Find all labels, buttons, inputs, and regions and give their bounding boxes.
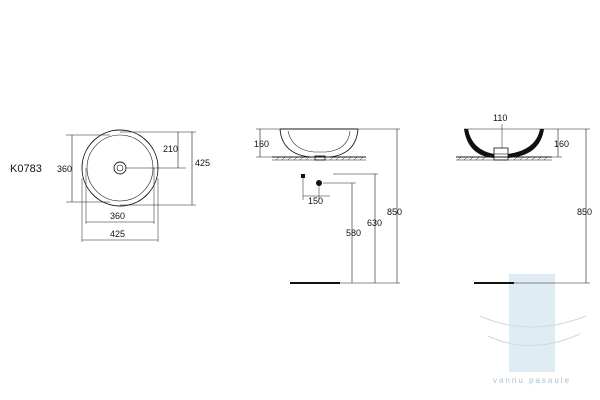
dim-label-offset: 210 bbox=[163, 144, 178, 154]
front-view: 160 150 580 630 850 bbox=[254, 128, 402, 284]
dim-label-front-bowl-height: 160 bbox=[254, 139, 269, 149]
dim-label-outer-height: 425 bbox=[195, 158, 210, 168]
drain-center bbox=[116, 164, 124, 172]
drain-connection-point bbox=[316, 180, 322, 186]
dim-label-inner-width: 360 bbox=[110, 211, 125, 221]
side-bowl-wall-right bbox=[508, 129, 544, 158]
dim-label-outer-width: 425 bbox=[110, 229, 125, 239]
dim-label-front-850: 850 bbox=[387, 207, 402, 217]
plan-view: 360 210 425 360 425 bbox=[57, 129, 210, 242]
side-view: 110 160 850 bbox=[456, 113, 592, 284]
dim-label-front-offset: 150 bbox=[308, 196, 323, 206]
product-code: K0783 bbox=[10, 163, 42, 175]
dim-label-side-850: 850 bbox=[577, 207, 592, 217]
watermark: vannu pasaule bbox=[479, 274, 587, 385]
dim-label-front-580: 580 bbox=[346, 228, 361, 238]
water-supply-point bbox=[301, 174, 305, 178]
dim-label-side-waste: 110 bbox=[493, 113, 507, 123]
drain-hole bbox=[113, 161, 127, 175]
front-bowl-outline bbox=[279, 128, 359, 158]
dim-label-side-bowl-height: 160 bbox=[554, 139, 569, 149]
side-bowl-wall-left bbox=[464, 129, 494, 158]
dim-label-front-630: 630 bbox=[367, 218, 382, 228]
watermark-text: vannu pasaule bbox=[493, 376, 571, 385]
dim-label-inner-height: 360 bbox=[57, 164, 72, 174]
